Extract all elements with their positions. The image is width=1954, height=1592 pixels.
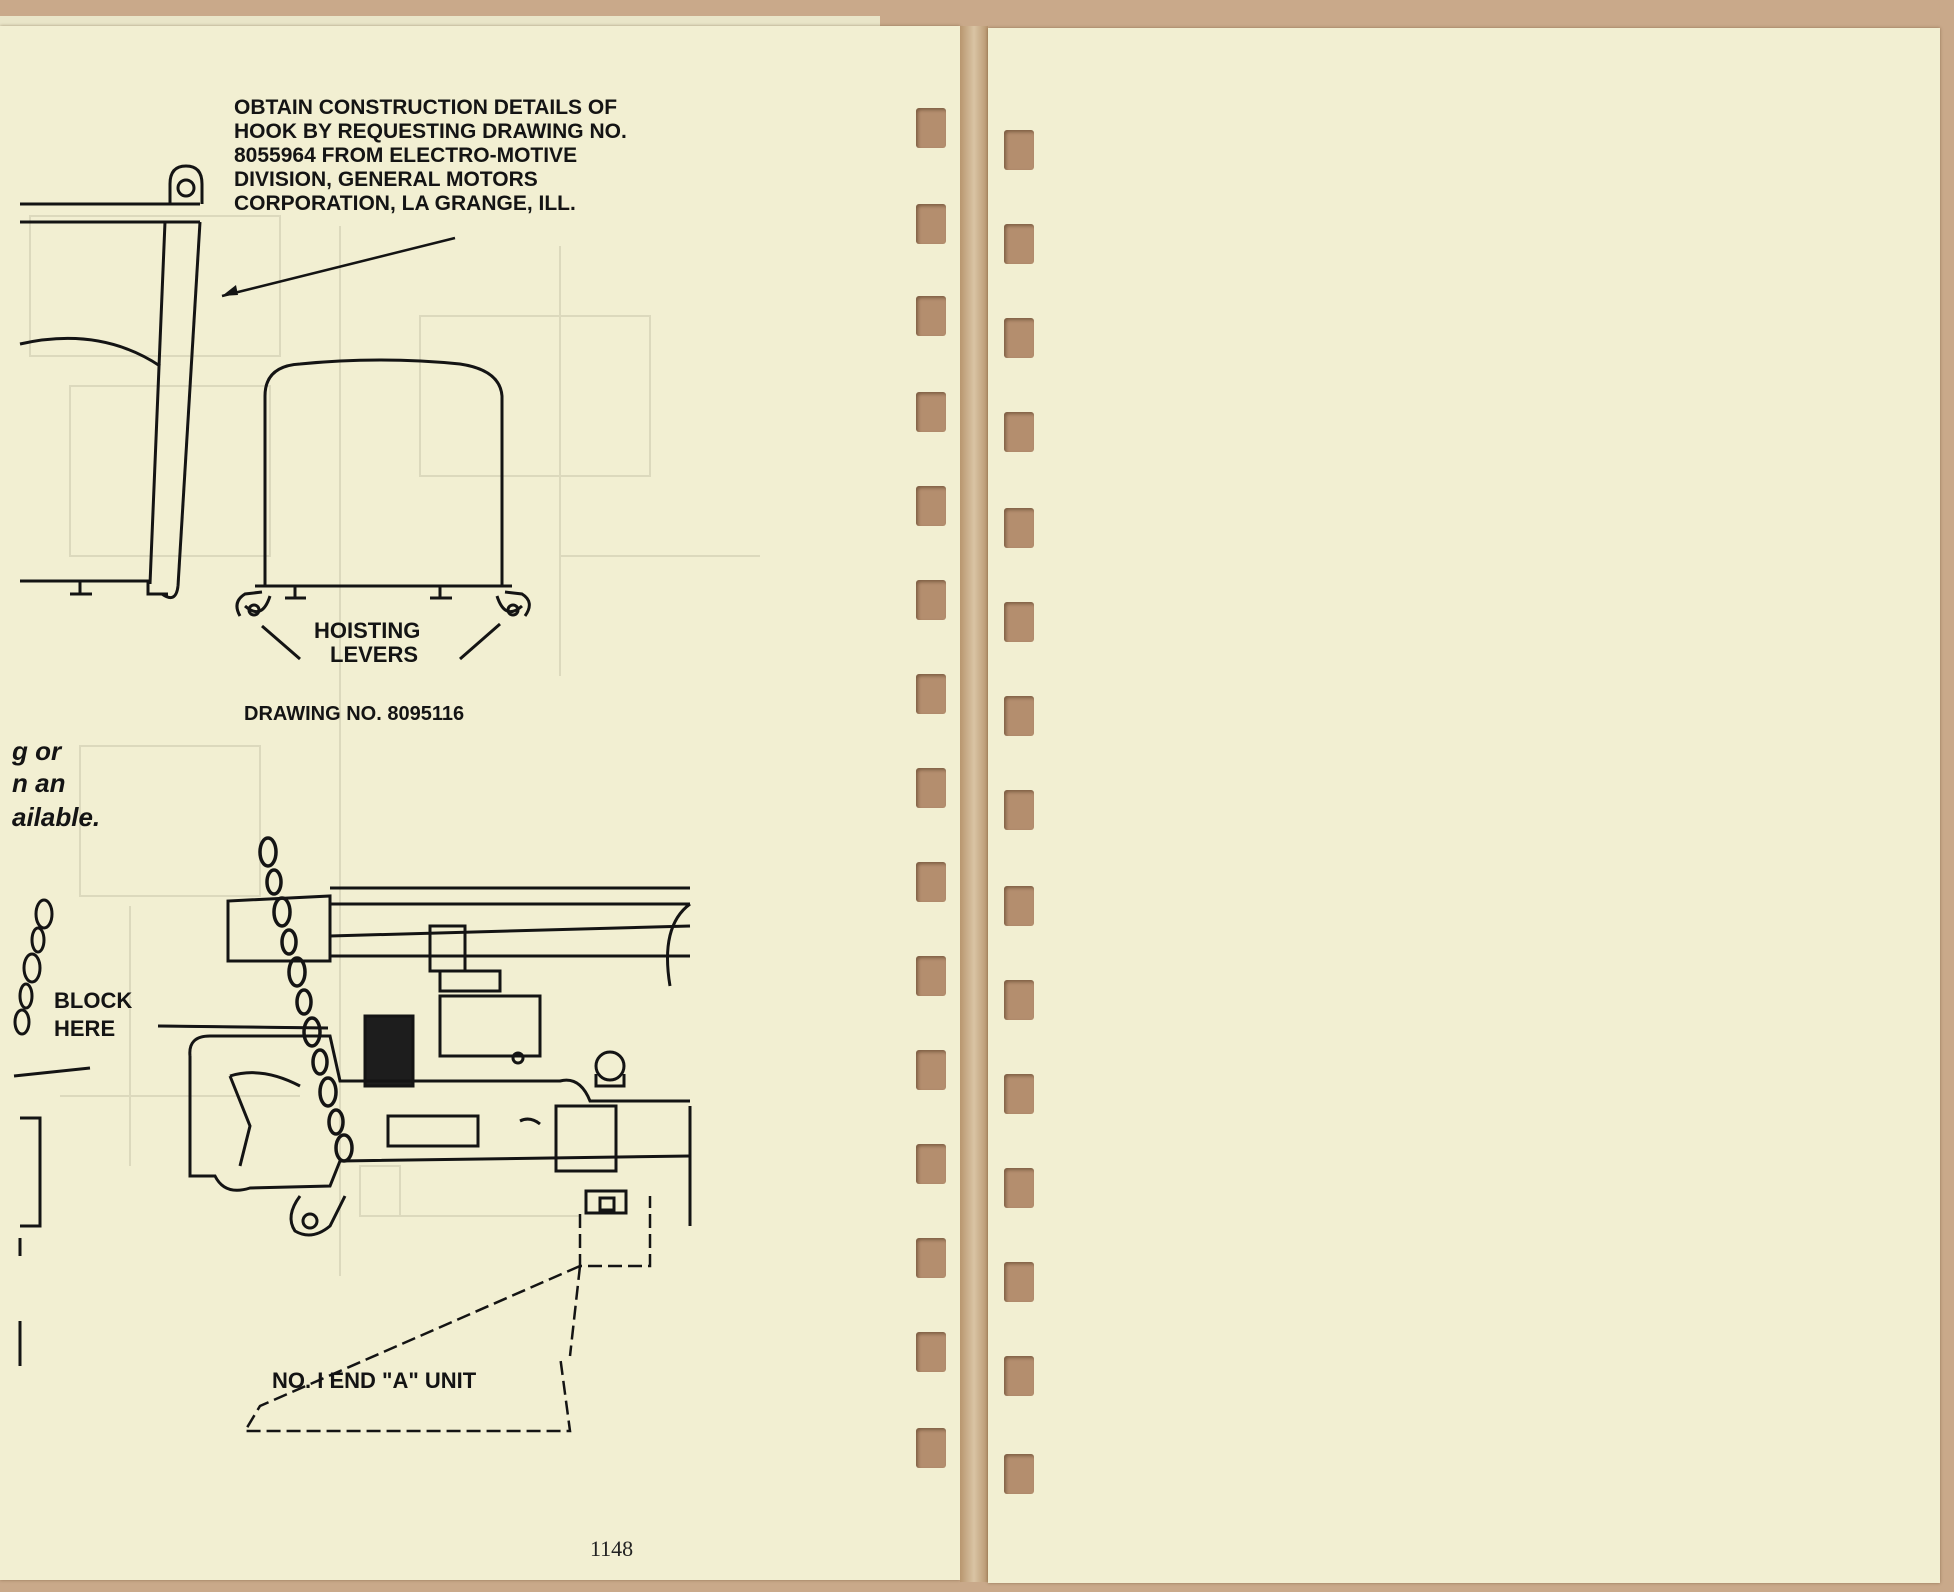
binding-hole (916, 1050, 946, 1090)
binding-hole (916, 204, 946, 244)
binding-hole (1004, 1074, 1034, 1114)
binding-hole (916, 486, 946, 526)
binding-hole (916, 862, 946, 902)
hoisting-label-line2: LEVERS (330, 642, 418, 667)
svg-text:ailable.: ailable. (12, 802, 100, 832)
binding-hole (916, 392, 946, 432)
binding-hole (1004, 318, 1034, 358)
svg-text:DIVISION, GENERAL MOTORS: DIVISION, GENERAL MOTORS (234, 168, 538, 191)
binding-hole (916, 108, 946, 148)
binding-hole (1004, 1356, 1034, 1396)
binding-hole (1004, 1168, 1034, 1208)
coupler-drawing (157, 886, 692, 1237)
binding-hole (1004, 224, 1034, 264)
binding-hole (916, 956, 946, 996)
binding-hole (1004, 130, 1034, 170)
block-label-line1: BLOCK (54, 988, 132, 1013)
binding-hole (1004, 886, 1034, 926)
hook-drawing (19, 164, 204, 600)
unit-label: NO. I END "A" UNIT (272, 1368, 477, 1393)
binding-hole (916, 1332, 946, 1372)
partial-caption: g or n an ailable. (11, 736, 100, 832)
binding-hole (1004, 696, 1034, 736)
binding-hole (1004, 508, 1034, 548)
hoist-illustration: OBTAIN CONSTRUCTION DETAILS OF HOOK BY R… (11, 96, 760, 1433)
page-number: 1148 (590, 1536, 634, 1561)
drawing-number: DRAWING NO. 8095116 (244, 703, 464, 725)
svg-text:n an: n an (12, 768, 65, 798)
svg-text:OBTAIN CONSTRUCTION DETAILS OF: OBTAIN CONSTRUCTION DETAILS OF (234, 96, 617, 119)
left-page-edge (0, 16, 880, 28)
svg-text:g or: g or (11, 736, 63, 766)
binding-hole (1004, 1454, 1034, 1494)
binding-hole (916, 1144, 946, 1184)
binding-hole (1004, 412, 1034, 452)
svg-text:CORPORATION, LA GRANGE, ILL.: CORPORATION, LA GRANGE, ILL. (234, 192, 576, 215)
spiral-binding-gutter (960, 26, 988, 1582)
left-chain (13, 898, 54, 1036)
left-page: OBTAIN CONSTRUCTION DETAILS OF HOOK BY R… (0, 26, 960, 1580)
binding-hole (916, 296, 946, 336)
binding-hole (916, 580, 946, 620)
side-fragment (13, 1066, 91, 1366)
main-chain (258, 836, 354, 1163)
unit-outline (242, 1196, 652, 1433)
binding-hole (1004, 980, 1034, 1020)
svg-text:HOOK BY REQUESTING DRAWING NO.: HOOK BY REQUESTING DRAWING NO. (234, 120, 627, 143)
hoisting-label-line1: HOISTING (314, 618, 420, 643)
binding-hole (916, 674, 946, 714)
binding-hole (1004, 602, 1034, 642)
svg-text:8055964 FROM ELECTRO-MOTIVE: 8055964 FROM ELECTRO-MOTIVE (234, 144, 577, 167)
binding-hole (916, 1428, 946, 1468)
binding-hole (1004, 1262, 1034, 1302)
block-label-line2: HERE (54, 1016, 115, 1041)
right-page (988, 28, 1940, 1583)
bleed-through-lines (29, 215, 760, 1276)
binding-hole (916, 768, 946, 808)
binding-hole (1004, 790, 1034, 830)
box-drawing (235, 358, 531, 661)
binding-hole (916, 1238, 946, 1278)
hook-note: OBTAIN CONSTRUCTION DETAILS OF HOOK BY R… (234, 96, 627, 215)
